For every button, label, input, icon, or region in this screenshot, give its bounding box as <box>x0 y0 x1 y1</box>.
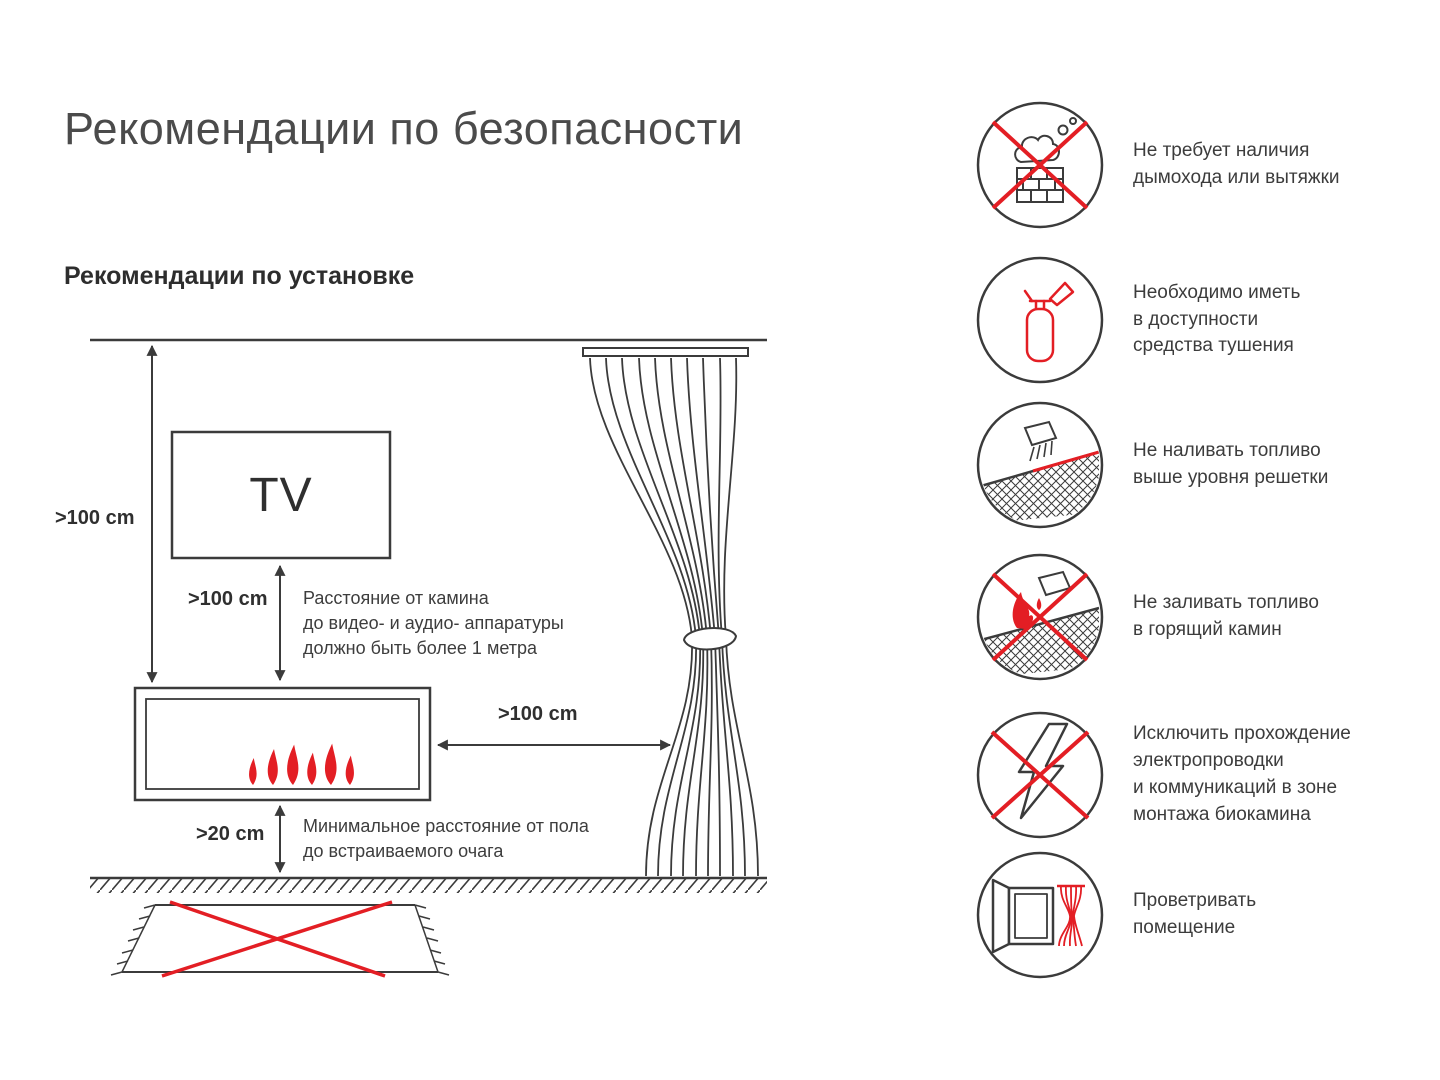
tv-label: TV <box>249 468 313 522</box>
red-cross <box>991 120 1089 210</box>
safety-item-no-wiring: Исключить прохождение электропроводки и … <box>975 710 1405 840</box>
installation-diagram <box>90 338 767 978</box>
safety-text: Необходимо иметь в доступности средства … <box>1133 281 1301 357</box>
note-floor-distance: Минимальное расстояние от пола до встраи… <box>303 816 589 861</box>
safety-text: Исключить прохождение электропроводки и … <box>1133 723 1351 825</box>
red-cross <box>990 730 1090 820</box>
floor <box>90 876 767 893</box>
safety-item-fuel-level: Не наливать топливо выше уровня решетки <box>975 400 1405 530</box>
safety-text: Не заливать топливо в горящий камин <box>1133 592 1319 640</box>
tv-outline <box>170 430 392 560</box>
note-tv-distance: Расстояние от камина до видео- и аудио- … <box>303 588 564 658</box>
carpet-forbidden <box>110 900 450 978</box>
no-chimney-icon <box>976 101 1104 229</box>
safety-text: Не требует наличия дымохода или вытяжки <box>1133 140 1340 188</box>
curtain-tie <box>682 627 738 651</box>
curtain <box>582 347 759 877</box>
curtain-rod <box>582 347 749 357</box>
carpet-red-cross <box>161 900 393 978</box>
safety-item-ventilate: Проветривать помещение <box>975 850 1405 980</box>
fuel-level-icon <box>976 401 1104 529</box>
safety-text: Проветривать помещение <box>1133 890 1257 938</box>
safety-item-no-refuel-burning: Не заливать топливо в горящий камин <box>975 552 1405 682</box>
dimension-label-floor: >20 cm <box>196 823 265 845</box>
no-wiring-icon <box>976 711 1104 839</box>
ventilate-icon <box>976 851 1104 979</box>
dimension-label-ceiling: >100 cm <box>55 507 135 529</box>
fire-extinguisher-icon <box>976 256 1104 384</box>
safety-text: Не наливать топливо выше уровня решетки <box>1133 440 1329 488</box>
red-cross <box>991 572 1089 662</box>
safety-item-extinguisher: Необходимо иметь в доступности средства … <box>975 255 1405 385</box>
dimension-label-curtain: >100 cm <box>498 703 578 725</box>
dimension-label-tv: >100 cm <box>188 588 268 610</box>
page-title: Рекомендации по безопасности <box>64 103 744 154</box>
section-title: Рекомендации по установке <box>64 262 415 290</box>
safety-item-no-chimney: Не требует наличия дымохода или вытяжки <box>975 100 1405 230</box>
no-refuel-burning-icon <box>976 553 1104 681</box>
fireplace <box>133 686 432 802</box>
